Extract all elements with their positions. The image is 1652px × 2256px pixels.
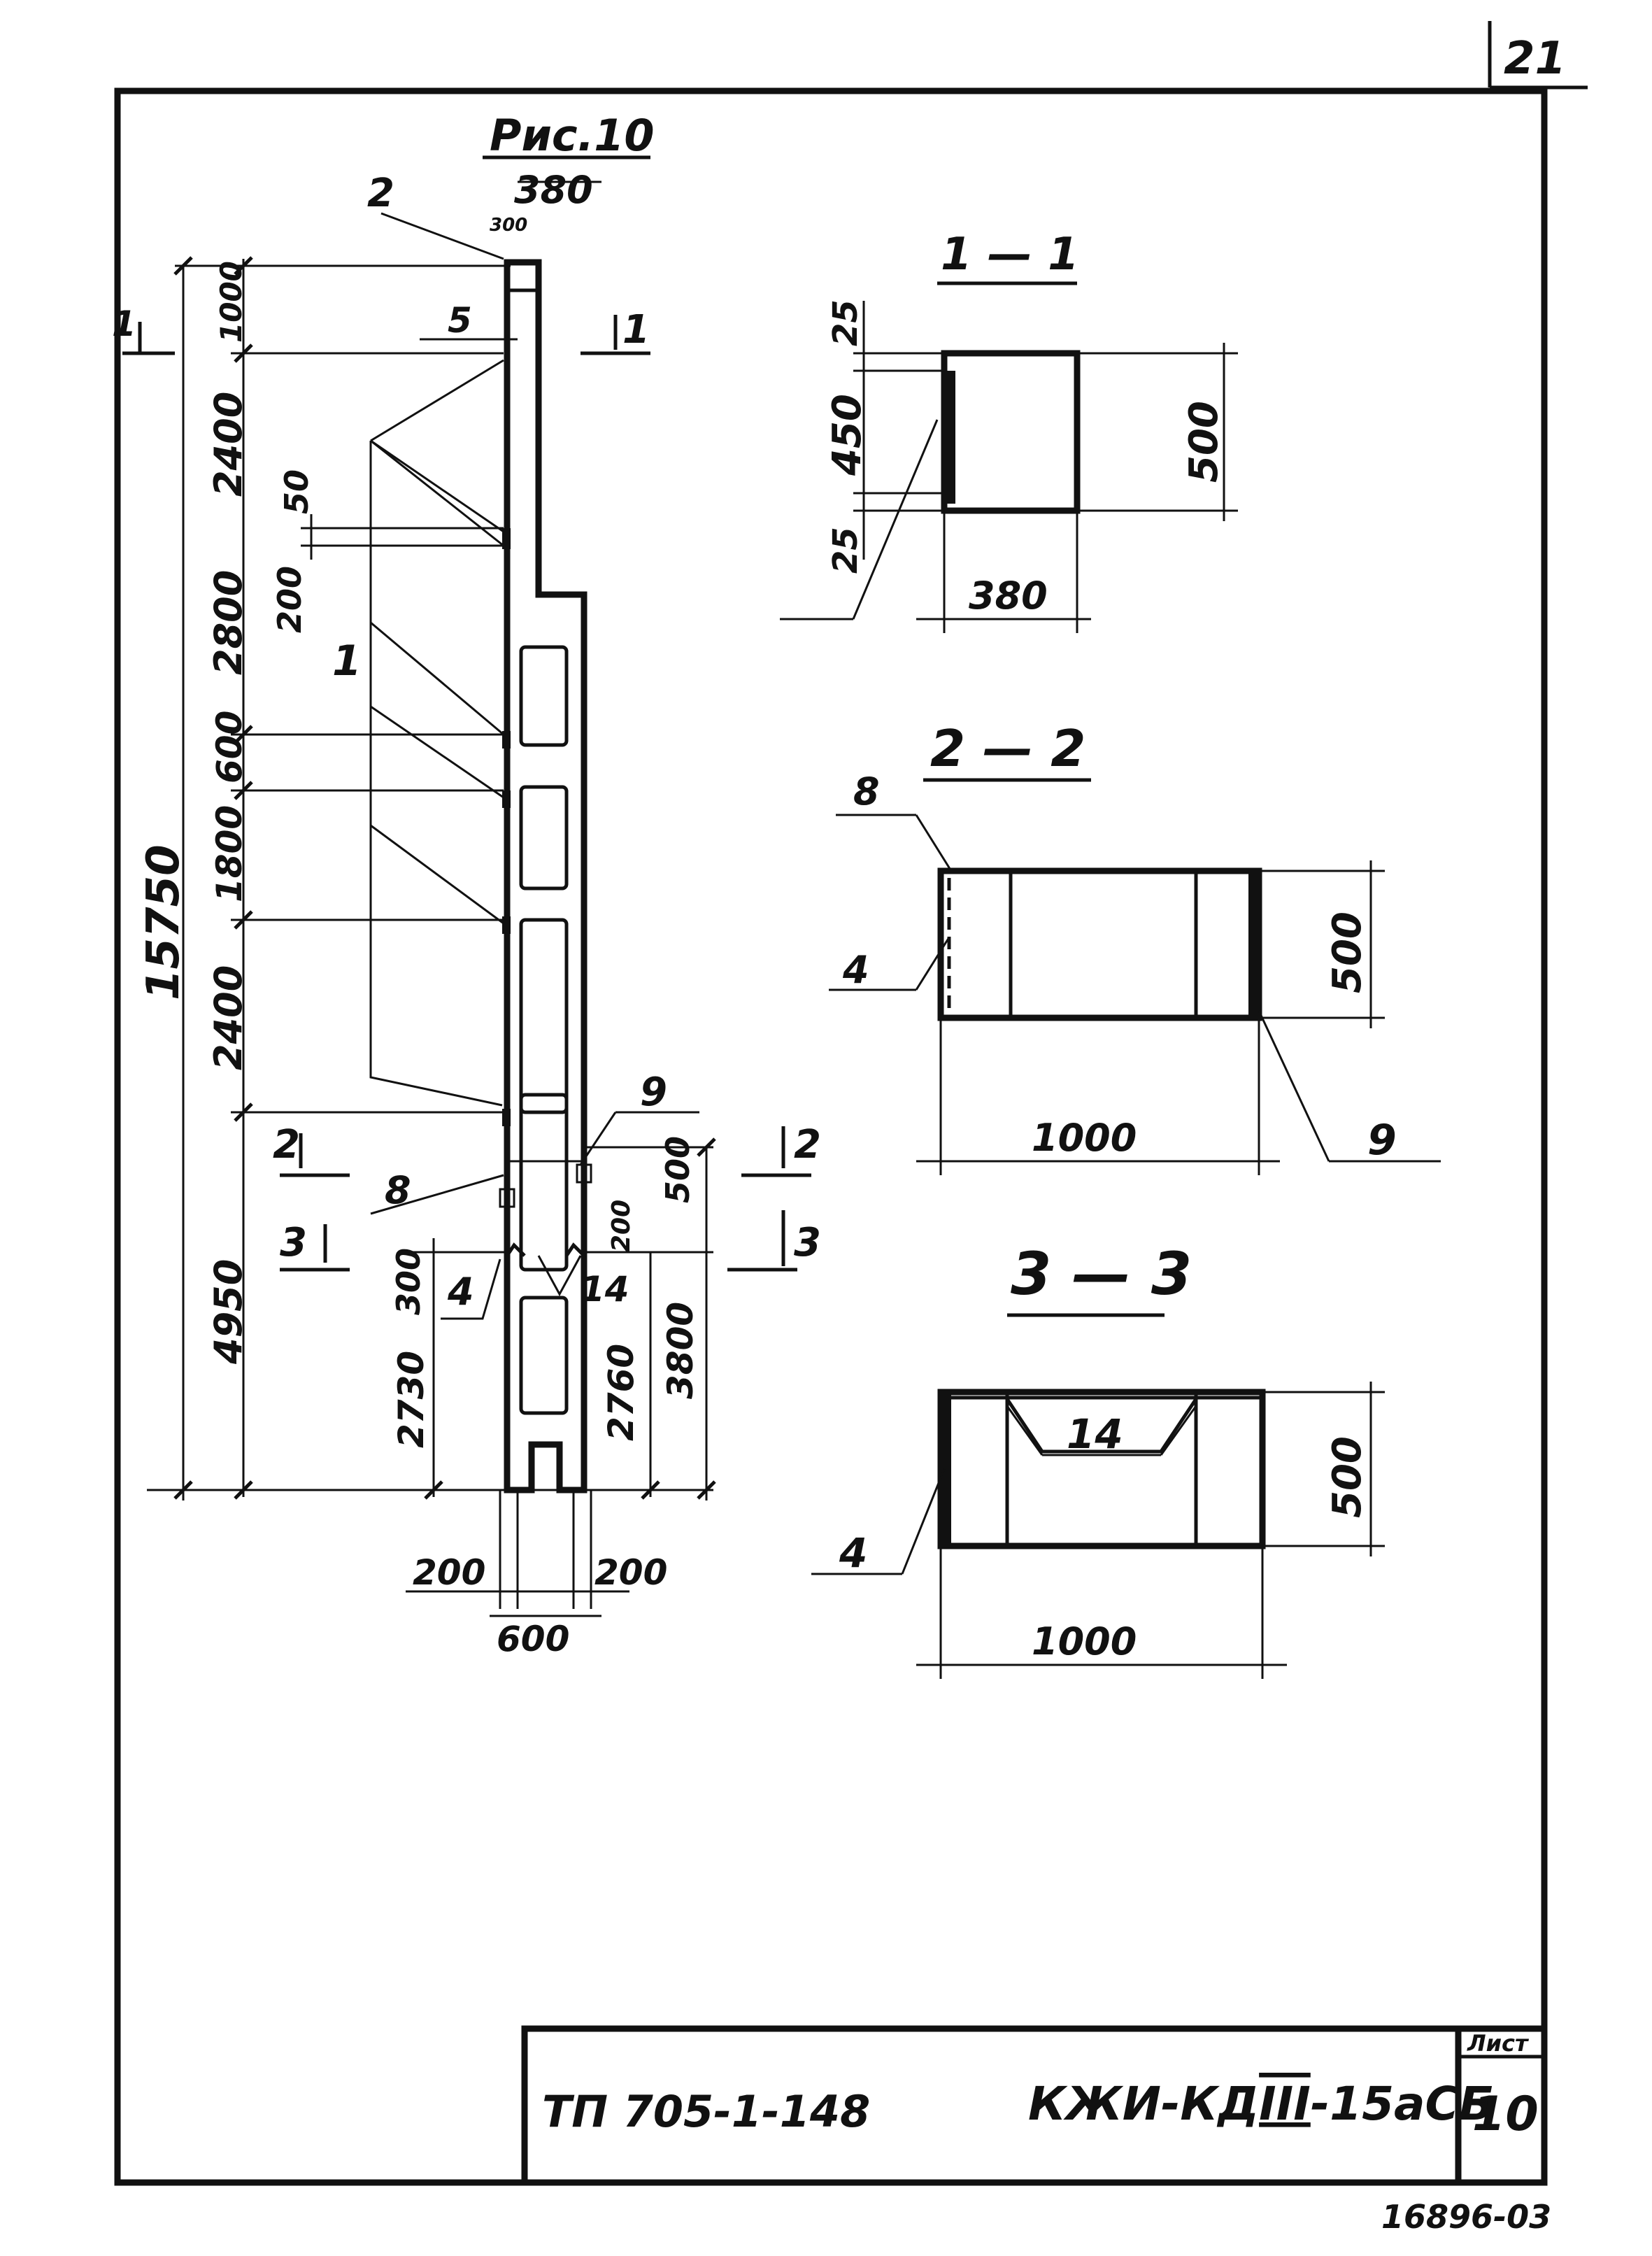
dim-3800: 3800 [660,1302,701,1399]
dim-top-width: 380 [514,168,593,212]
s2-callout-8: 8 [853,769,880,814]
dim-2400-low: 2400 [206,965,250,1070]
svg-text:1: 1 [112,304,136,344]
s3-callout-14: 14 [1067,1410,1123,1458]
dim-2760: 2760 [601,1344,641,1441]
s1-dim-500: 500 [1181,401,1227,483]
section-3-3: 3 — 3 500 1000 14 4 [811,1240,1385,1679]
svg-text:3: 3 [280,1220,307,1265]
drawing-code-main: КЖИ-КД [1028,2077,1259,2131]
s2-callout-9: 9 [1367,1116,1397,1165]
drawing-code-roman: III [1259,2077,1311,2131]
dim-200-bottom-right: 200 [594,1552,667,1593]
dim-200-right: 200 [607,1200,636,1252]
column-elevation: Рис.10 [112,110,821,1659]
dim-2800: 2800 [206,570,250,675]
dim-4950: 4950 [206,1259,250,1365]
dim-top-small: 300 [490,215,527,236]
dim-1000: 1000 [214,261,248,343]
callout-2: 2 [367,171,394,216]
section-mark-2: 2 2 [273,1122,821,1177]
archive-number: 16896-03 [1381,2198,1551,2236]
s1-dim-450: 450 [825,394,870,476]
dim-50: 50 [278,469,315,514]
dim-200-bottom-left: 200 [413,1552,485,1593]
s3-dim-500: 500 [1325,1436,1370,1518]
section-1-1-title: 1 — 1 [941,229,1079,281]
section-2-2: 2 — 2 500 1000 8 4 9 [829,719,1441,1175]
dim-300: 300 [390,1248,427,1315]
dim-600: 600 [209,711,250,783]
sheet-number: 21 [1504,33,1566,85]
s2-dim-500: 500 [1325,911,1370,993]
callout-5: 5 [448,300,472,341]
svg-text:2: 2 [794,1122,821,1168]
dim-200: 200 [271,566,308,633]
dim-1800: 1800 [209,805,250,902]
s2-callout-4: 4 [842,948,869,992]
callout-4: 4 [447,1270,474,1314]
svg-text:1: 1 [622,307,650,353]
svg-text:2: 2 [273,1122,300,1168]
s1-dim-25-top: 25 [826,299,865,346]
drawing-code: КЖИ-КДIII-15аСБ [1028,2077,1494,2131]
sheet-value: 10 [1472,2087,1539,2142]
callout-9: 9 [640,1070,667,1115]
dim-2730: 2730 [391,1351,432,1448]
sheet-label: Лист [1467,2030,1530,2057]
dim-600-bottom: 600 [497,1619,569,1659]
drawing-code-suffix: -15аСБ [1311,2077,1495,2131]
s1-dim-25-bottom: 25 [826,527,865,574]
dim-500-right: 500 [659,1136,697,1203]
callout-14: 14 [581,1269,629,1310]
figure-title: Рис.10 [490,110,654,161]
s1-dim-380: 380 [969,574,1048,618]
section-1-1: 1 — 1 25 450 25 500 380 [780,229,1238,633]
s2-dim-1000: 1000 [1032,1116,1137,1160]
svg-text:3: 3 [794,1220,821,1265]
title-block: ТП 705-1-148 КЖИ-КДIII-15аСБ Лист 10 [521,2025,1548,2186]
section-mark-1: 1 1 [112,304,650,355]
callout-1: 1 [332,637,362,686]
section-mark-3: 3 3 [280,1210,821,1272]
section-3-3-title: 3 — 3 [1011,1240,1192,1308]
project-code: ТП 705-1-148 [542,2086,870,2137]
dim-total-height: 15750 [138,844,190,1000]
dim-2400-top: 2400 [206,392,250,497]
s3-dim-1000: 1000 [1032,1619,1137,1663]
section-2-2-title: 2 — 2 [930,719,1085,778]
s3-callout-4: 4 [839,1529,867,1577]
